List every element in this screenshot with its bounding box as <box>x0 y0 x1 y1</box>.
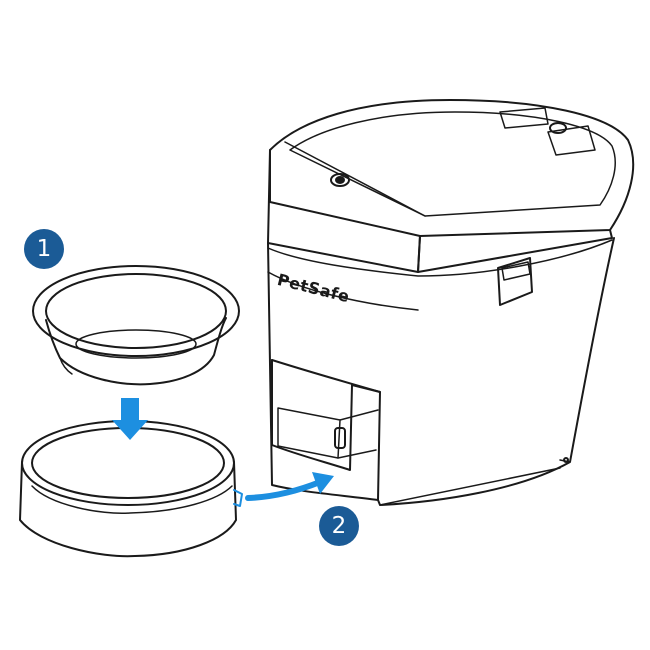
side-clip <box>497 257 533 306</box>
inner-bowl <box>32 265 240 386</box>
outer-bowl <box>19 420 243 558</box>
step-2-badge: 2 <box>319 506 359 546</box>
down-arrow-icon <box>112 398 148 440</box>
release-button <box>334 427 346 449</box>
feeder-lid <box>269 99 635 237</box>
feeder-body <box>267 237 615 506</box>
step-1-badge: 1 <box>24 229 64 269</box>
curved-arrow-icon <box>245 472 334 501</box>
pet-feeder <box>267 99 635 506</box>
lid-button <box>330 173 350 187</box>
